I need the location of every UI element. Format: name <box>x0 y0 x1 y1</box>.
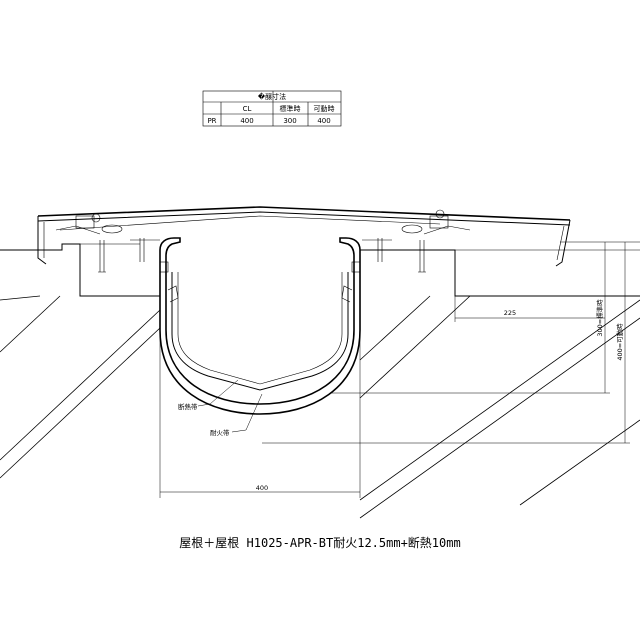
right-roof-slab <box>359 249 640 519</box>
table-row-label: PR <box>207 117 216 125</box>
dim-400-vertical-label: 400=可動時 <box>615 323 624 361</box>
spec-table: �醸寸法 CL 標準時 可動時 PR 400 300 400 <box>202 90 342 127</box>
table-header-cl: CL <box>243 105 252 113</box>
dimension-400-bottom: 400 <box>159 330 361 498</box>
band-leaders: 断熱帯 耐火帯 <box>178 379 263 437</box>
u-trough <box>159 237 361 415</box>
table-cell-standard: 300 <box>283 117 296 125</box>
dim-300-label: 300=標準時 <box>595 299 604 337</box>
table-header-movable: 可動時 <box>314 104 335 113</box>
label-insulation-band: 断熱帯 <box>178 402 198 411</box>
vertical-dimensions: 300=標準時 400=可動時 <box>262 241 640 444</box>
drawing-caption: 屋根＋屋根 H1025-APR-BT耐火12.5mm+断熱10mm <box>179 536 461 550</box>
table-cell-movable: 400 <box>317 117 330 125</box>
table-cell-cl: 400 <box>240 117 253 125</box>
label-fire-band: 耐火帯 <box>210 428 230 437</box>
left-roof-slab <box>0 243 161 479</box>
dim-225-label: 225 <box>504 309 516 317</box>
cover-plate <box>37 206 571 273</box>
table-header-standard: 標準時 <box>280 104 301 113</box>
dimension-225: 225 <box>454 296 605 322</box>
table-title: �醸寸法 <box>258 92 286 101</box>
dim-400-bottom-label: 400 <box>256 484 268 492</box>
